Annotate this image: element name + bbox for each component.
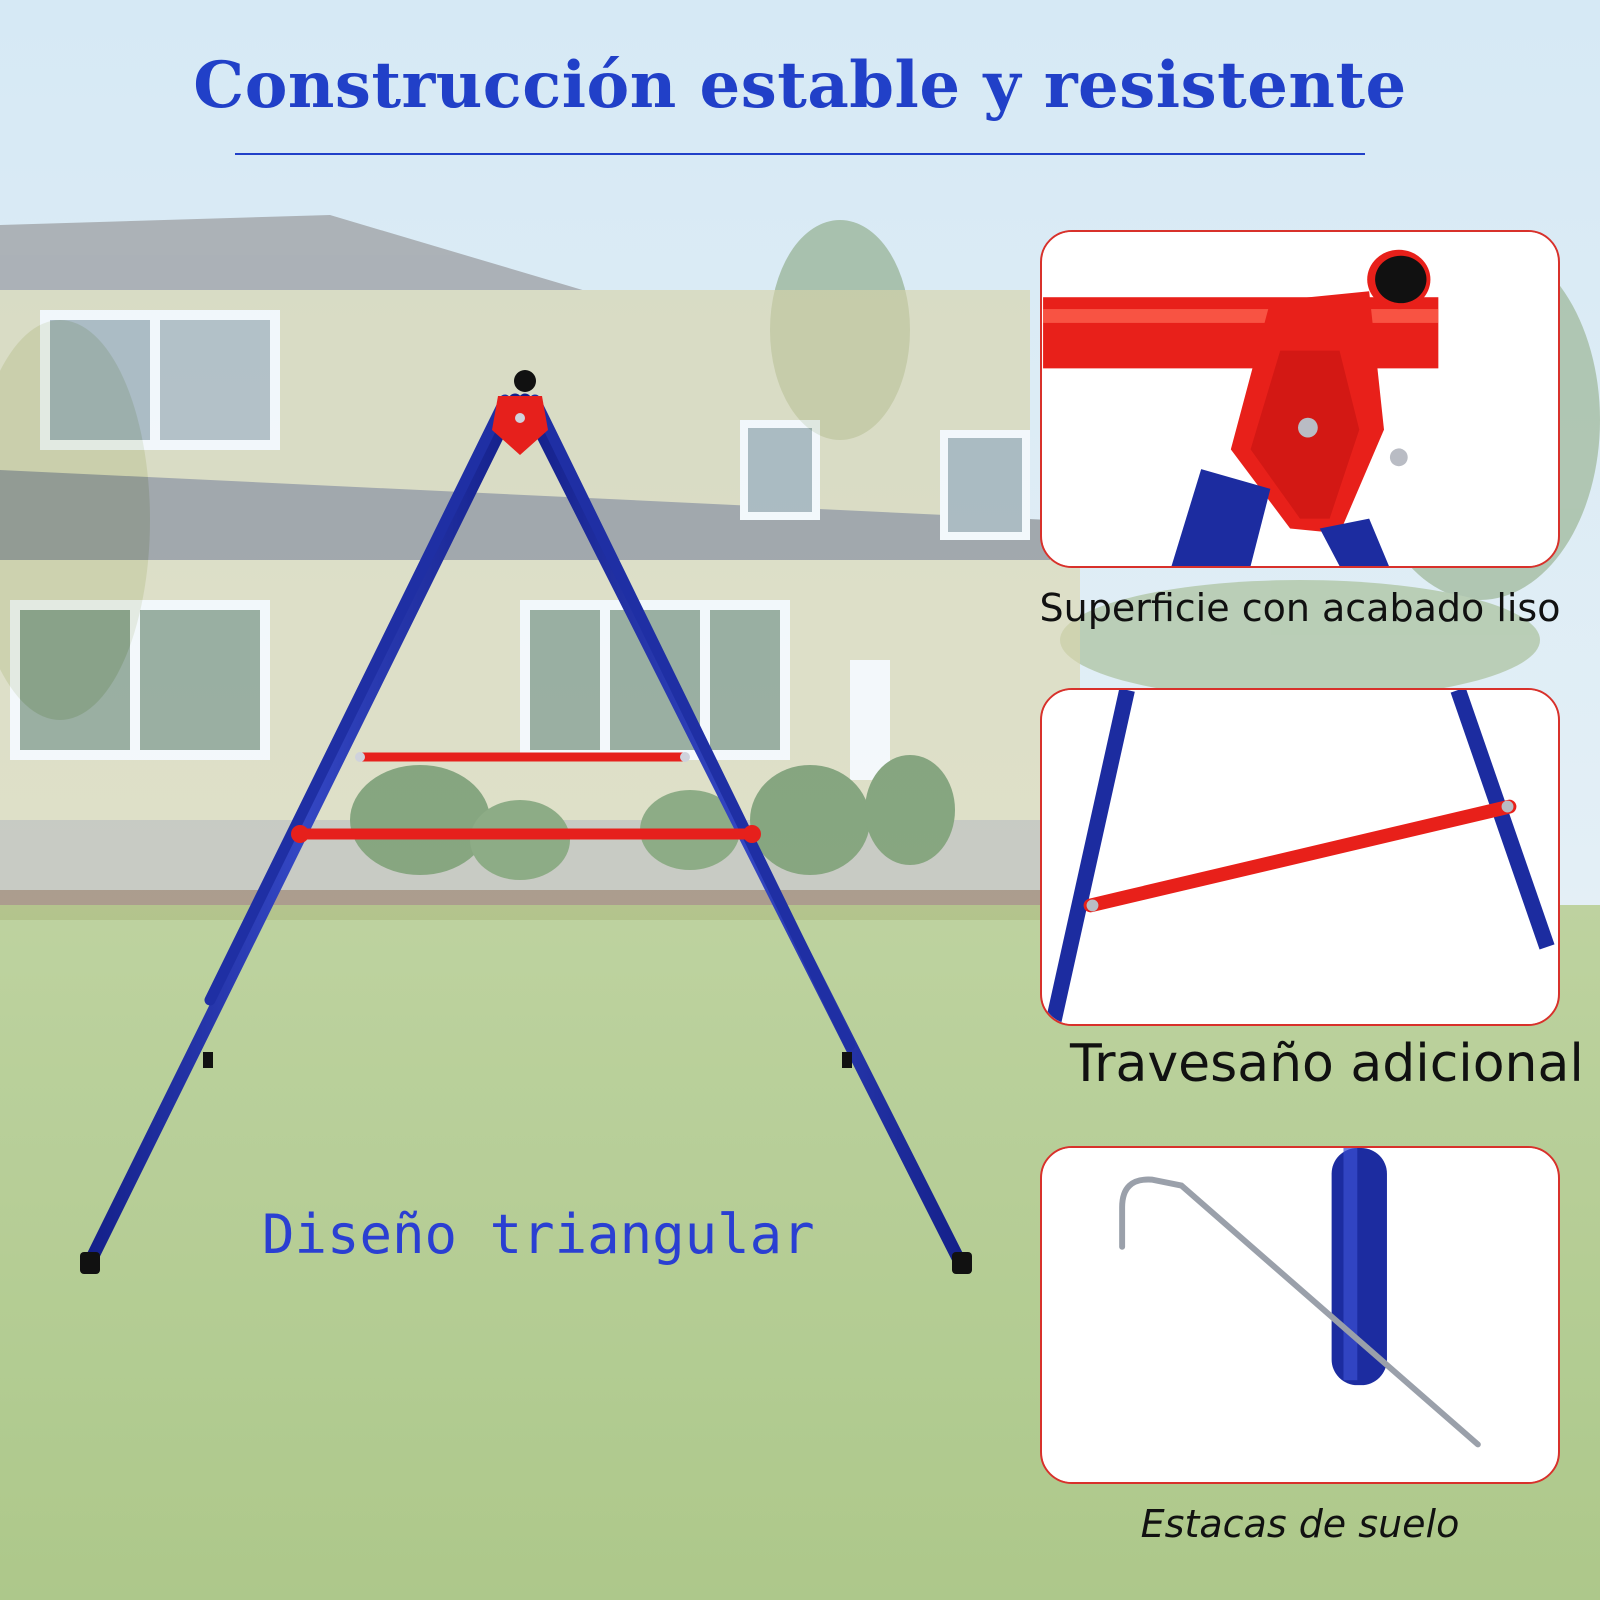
title-divider <box>235 153 1365 155</box>
crossbar-closeup <box>1043 690 1557 1024</box>
callout-card-smooth-finish <box>1040 230 1560 568</box>
ground-stake-closeup <box>1043 1148 1557 1482</box>
swing-frame <box>80 370 972 1274</box>
triangular-design-label: Diseño triangular <box>262 1203 815 1266</box>
caption-ground-stakes: Estacas de suelo <box>1140 1502 1460 1546</box>
caption-additional-crossbar: Travesaño adicional <box>1070 1034 1584 1094</box>
callout-card-additional-crossbar <box>1040 688 1560 1026</box>
top-connector-closeup <box>1043 232 1557 566</box>
page-title: Construcción estable y resistente <box>193 48 1407 123</box>
callout-card-ground-stakes <box>1040 1146 1560 1484</box>
house <box>0 215 1080 920</box>
caption-smooth-finish: Superficie con acabado liso <box>1039 586 1561 630</box>
